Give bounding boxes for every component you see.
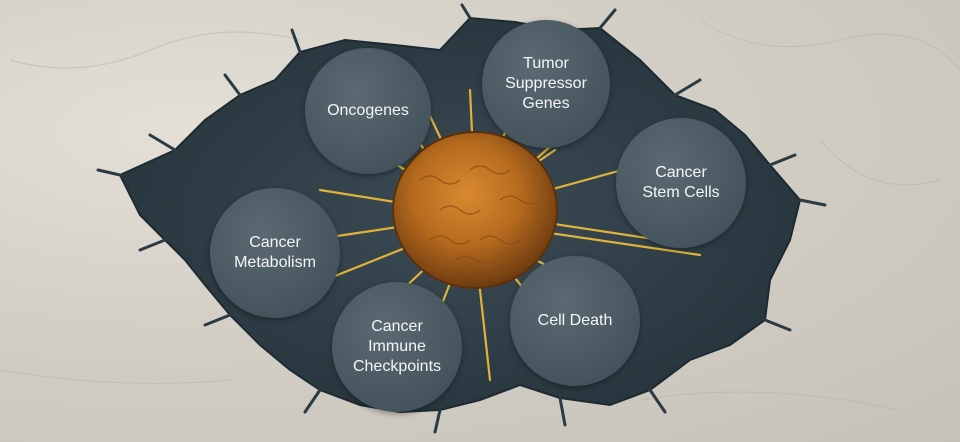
bubble-label: Cancer Stem Cells [642,164,720,201]
bubble-tumor-suppressor-genes[interactable]: Tumor Suppressor Genes [482,20,610,148]
bubble-oncogenes[interactable]: Oncogenes [305,48,431,174]
bubble-label: Cancer Metabolism [234,234,316,271]
bubble-cell-death[interactable]: Cell Death [510,256,640,386]
bubble-cancer-immune-checkpoints[interactable]: Cancer Immune Checkpoints [332,282,462,412]
bubble-cancer-metabolism[interactable]: Cancer Metabolism [210,188,340,318]
bubble-label: Oncogenes [327,102,409,119]
membrane-spikes [96,3,827,434]
cell-surface-texture [419,165,541,264]
tumor-cell-body [392,131,558,289]
bubble-label: Tumor Suppressor Genes [505,55,587,112]
bubble-cancer-stem-cells[interactable]: Cancer Stem Cells [616,118,746,248]
bubble-label: Cell Death [537,312,613,329]
bubble-label: Cancer Immune Checkpoints [352,318,442,375]
stone-texture [0,19,960,411]
